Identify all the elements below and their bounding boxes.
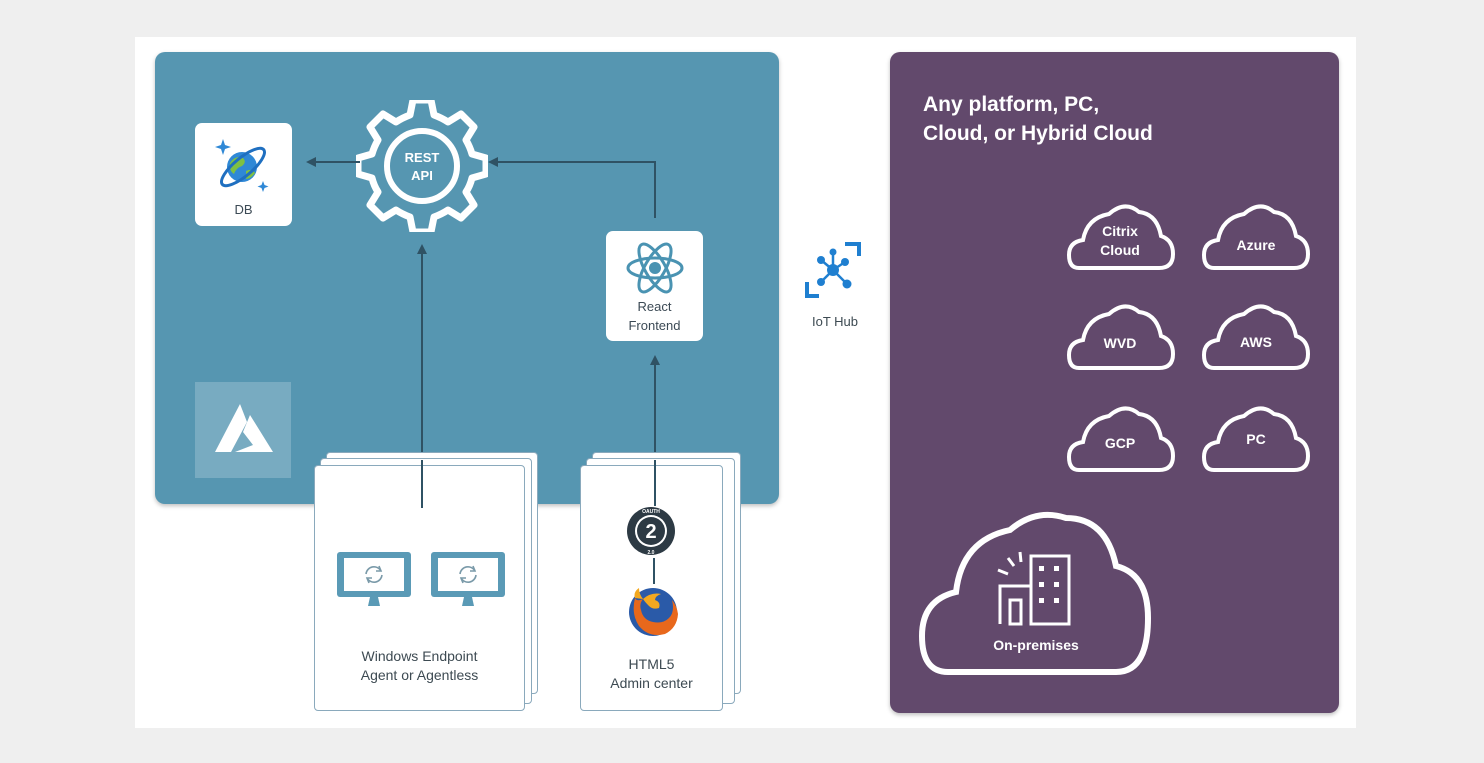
cloud-label-pc: PC bbox=[1246, 431, 1265, 447]
on-premises-cloud-icon bbox=[918, 512, 1152, 675]
cloud-label-aws: AWS bbox=[1240, 334, 1272, 350]
building-icon bbox=[998, 554, 1071, 626]
monitor-sync-icon bbox=[431, 552, 505, 606]
azure-logo-icon bbox=[195, 382, 291, 478]
iot-hub-icon bbox=[805, 242, 861, 298]
iot-hub-label: IoT Hub bbox=[811, 314, 858, 329]
oauth-badge-number: 2 bbox=[645, 521, 656, 543]
arrow-endpoint-stem bbox=[421, 460, 423, 508]
admin-center-node: OAUTH 2.0 2 HTML5 Admin center bbox=[580, 465, 723, 711]
windows-endpoint-label-line1: Windows Endpoint bbox=[361, 648, 478, 664]
db-node: DB bbox=[195, 123, 292, 226]
rest-api-label-line1: REST bbox=[405, 150, 440, 165]
windows-endpoint-node: Windows Endpoint Agent or Agentless bbox=[314, 465, 525, 711]
cloud-label-wvd: WVD bbox=[1104, 335, 1137, 351]
firefox-icon bbox=[629, 588, 678, 636]
admin-center-label-line1: HTML5 bbox=[628, 656, 675, 672]
on-premises-label: On-premises bbox=[993, 637, 1079, 653]
react-frontend-label-line2: Frontend bbox=[628, 318, 681, 333]
react-frontend-label-line1: React bbox=[637, 299, 672, 314]
rest-api-node: REST API bbox=[356, 100, 488, 232]
cosmos-db-icon bbox=[215, 139, 269, 192]
oauth-ring-top: OAUTH bbox=[642, 509, 660, 515]
platforms-title-line2: Cloud, or Hybrid Cloud bbox=[923, 122, 1153, 145]
cloud-label-gcp: GCP bbox=[1105, 435, 1135, 451]
react-frontend-node: React Frontend bbox=[606, 231, 703, 341]
arrow-frontend-to-api bbox=[488, 157, 656, 218]
windows-endpoint-label-line2: Agent or Agentless bbox=[360, 667, 479, 683]
gear-icon bbox=[356, 100, 488, 232]
rest-api-label-line2: API bbox=[411, 168, 433, 183]
cloud-label-citrix-line2: Cloud bbox=[1100, 242, 1140, 258]
oauth-ring-bottom: 2.0 bbox=[648, 550, 655, 556]
platforms-title-line1: Any platform, PC, bbox=[923, 93, 1100, 116]
cloud-label-azure: Azure bbox=[1237, 237, 1276, 253]
db-label: DB bbox=[234, 202, 253, 217]
oauth-icon: OAUTH 2.0 2 bbox=[627, 507, 675, 556]
monitor-sync-icon bbox=[337, 552, 411, 606]
platforms-panel bbox=[890, 52, 1339, 713]
arrow-admin-stem bbox=[654, 460, 656, 506]
react-icon bbox=[626, 242, 684, 294]
connector-oauth-firefox-front bbox=[653, 558, 655, 584]
platforms-title: Any platform, PC, Cloud, or Hybrid Cloud bbox=[923, 90, 1153, 148]
admin-center-label-line2: Admin center bbox=[610, 675, 693, 691]
cloud-label-citrix-line1: Citrix bbox=[1102, 223, 1138, 239]
